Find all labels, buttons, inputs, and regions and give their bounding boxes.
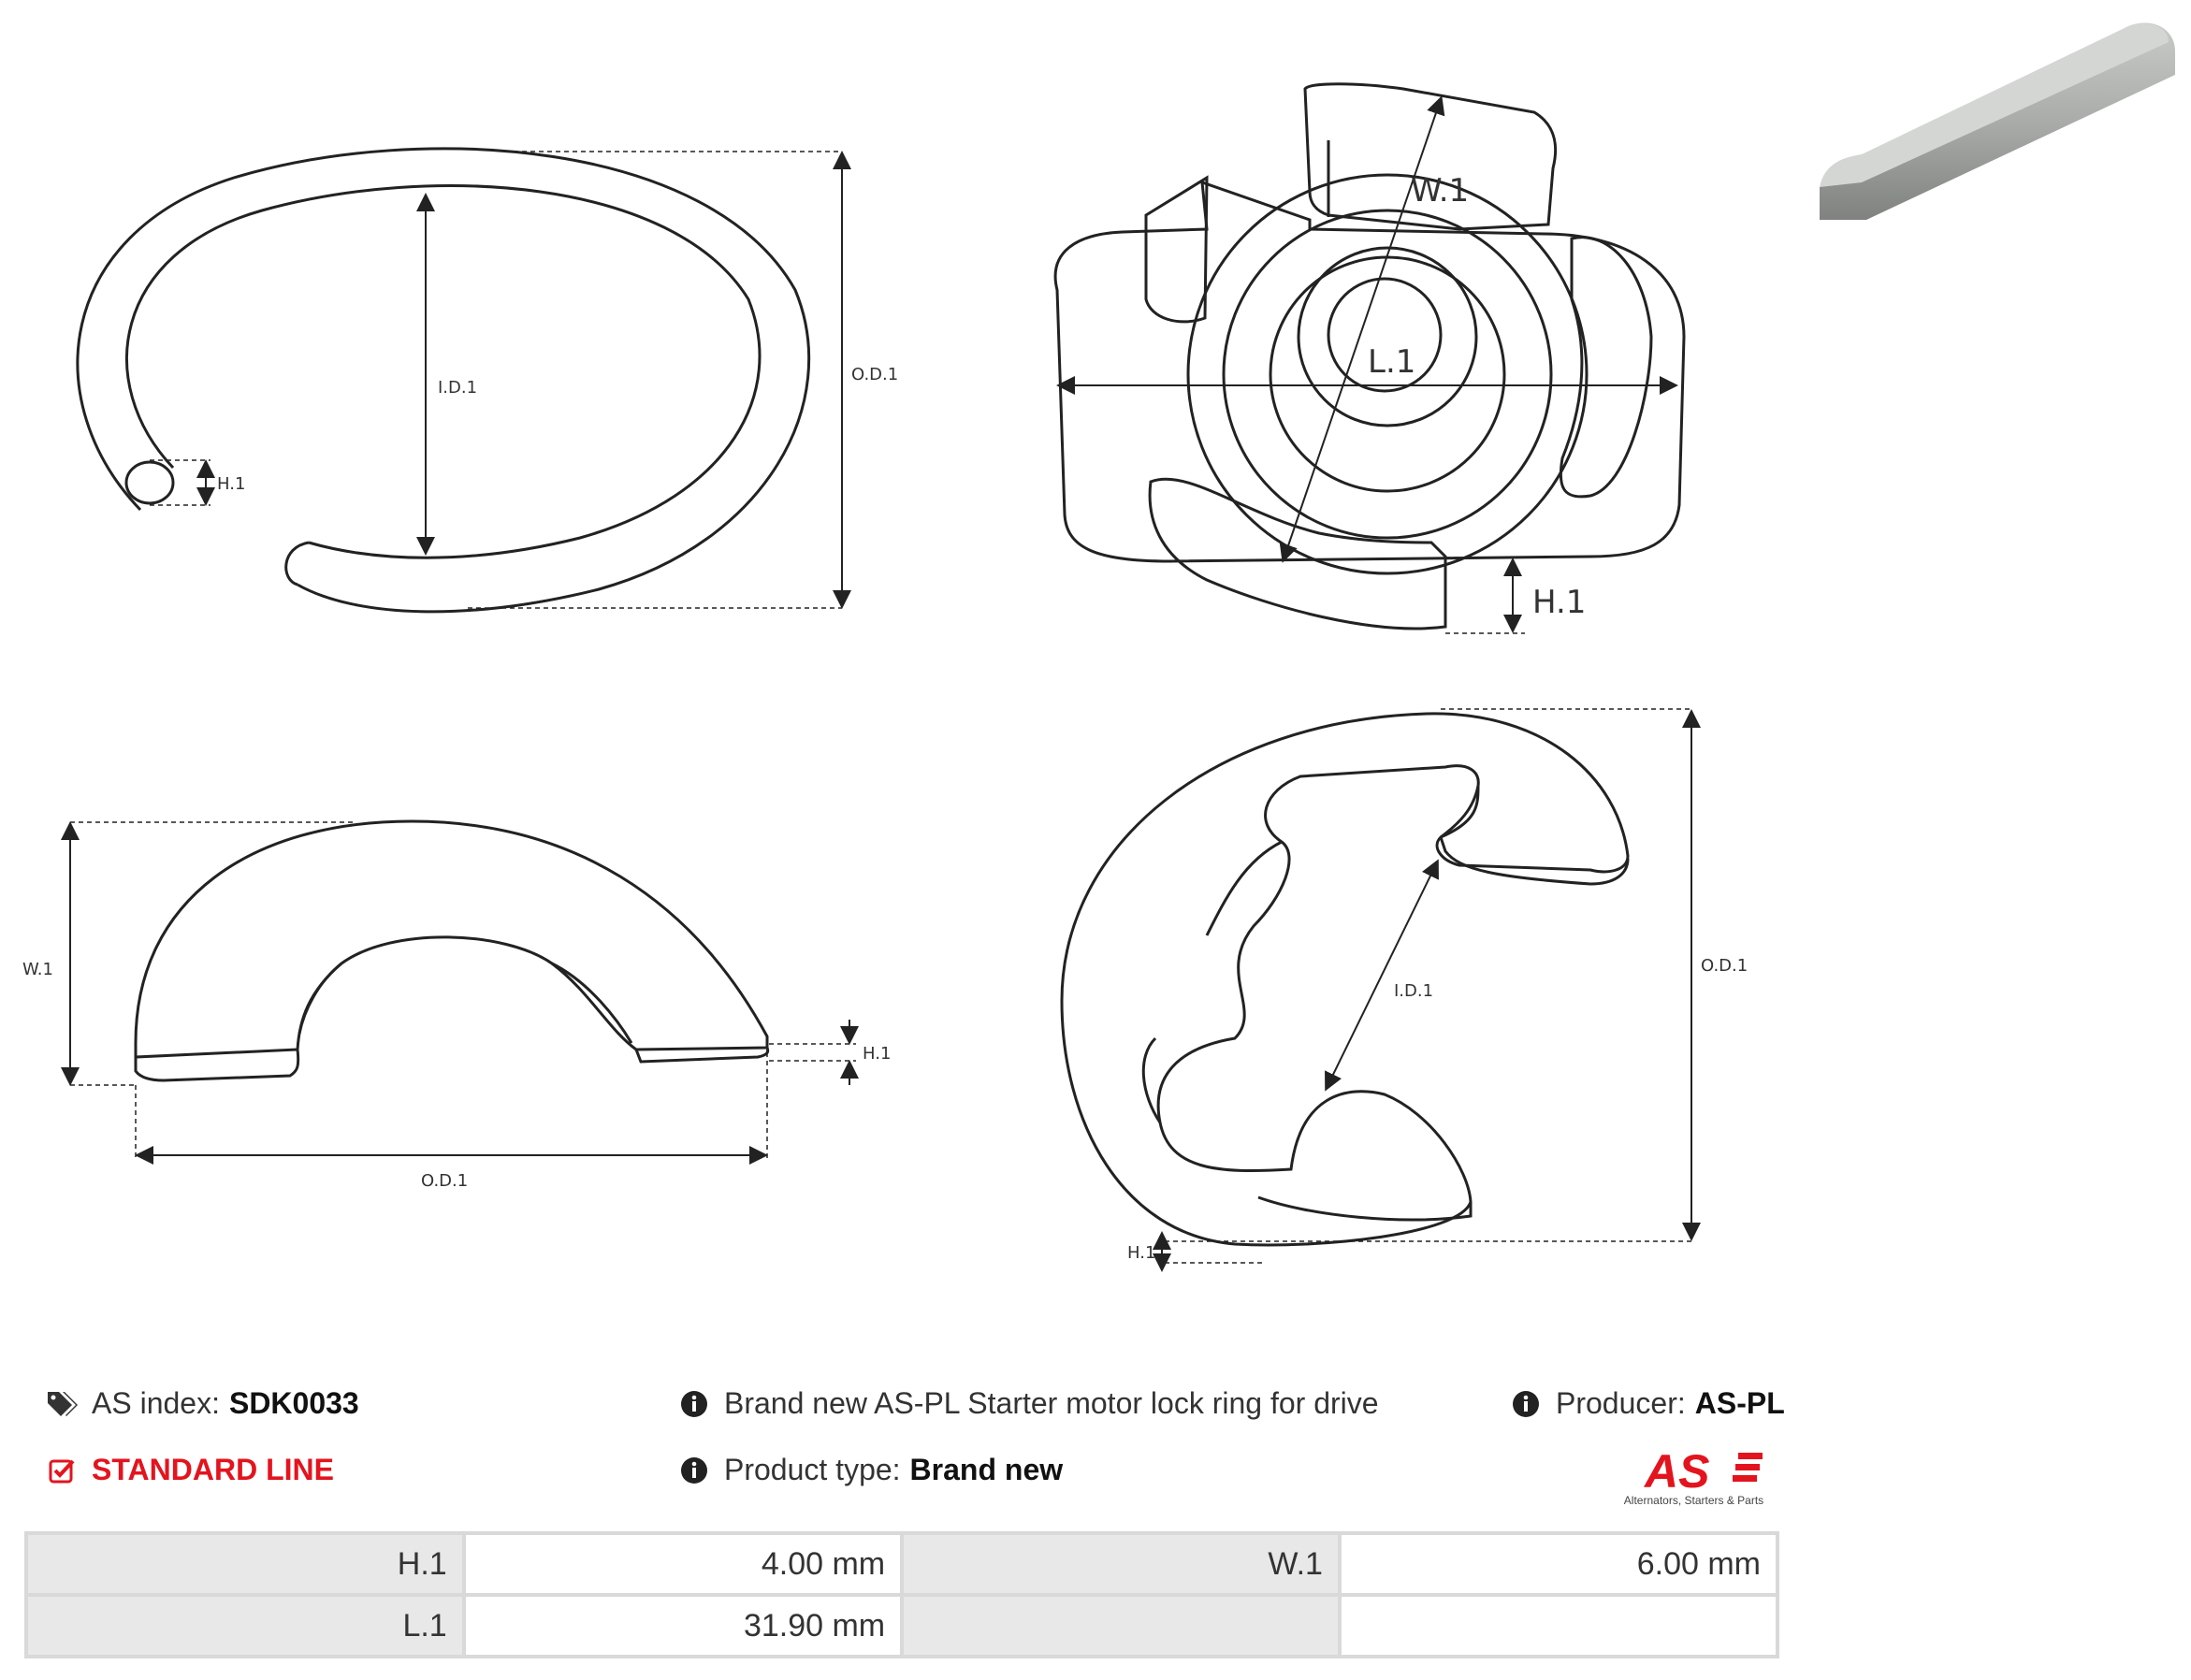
technical-drawings: I.D.1 O.D.1 H.1 W.1 L.1 H.1 [22, 22, 2175, 1272]
tags-icon [45, 1387, 79, 1421]
as-index-label: AS index: [92, 1386, 220, 1420]
ring-id-label: I.D.1 [438, 378, 477, 398]
product-type-value: Brand new [909, 1453, 1064, 1486]
e-clip-h-label: H.1 [1127, 1243, 1155, 1263]
half-ring-w-label: W.1 [22, 960, 53, 979]
half-ring-od-label: O.D.1 [421, 1171, 468, 1191]
as-logo: AS Alternators, Starters & Parts [1607, 1445, 1780, 1513]
product-photo [1820, 22, 2175, 221]
half-ring-h-label: H.1 [863, 1044, 891, 1064]
e-clip-id-label: I.D.1 [1394, 981, 1433, 1001]
e-clip-drawing [1060, 708, 1701, 1272]
open-ring-drawing [76, 147, 851, 614]
logo-caption: Alternators, Starters & Parts [1623, 1494, 1764, 1507]
spec-key: L.1 [28, 1597, 462, 1655]
spec-value: 6.00 mm [1341, 1535, 1776, 1593]
info-icon [677, 1387, 711, 1421]
standard-line-row: STANDARD LINE [45, 1453, 334, 1487]
description-text: Brand new AS-PL Starter motor lock ring … [724, 1386, 1379, 1420]
ring-h-label: H.1 [217, 474, 245, 494]
producer-label: Producer: [1556, 1386, 1686, 1420]
assembly-l-label: L.1 [1368, 343, 1415, 381]
half-ring-drawing [61, 819, 859, 1165]
table-row: L.1 31.90 mm [28, 1597, 1776, 1655]
standard-line-label: STANDARD LINE [92, 1453, 334, 1486]
table-row: H.1 4.00 mm W.1 6.00 mm [28, 1535, 1776, 1593]
spec-key: H.1 [28, 1535, 462, 1593]
drive-assembly-drawing [1053, 82, 1686, 634]
assembly-h-label: H.1 [1532, 584, 1586, 621]
specs-table: H.1 4.00 mm W.1 6.00 mm L.1 31.90 mm [24, 1531, 1779, 1658]
as-index-row: AS index: SDK0033 [45, 1386, 359, 1421]
ring-od-label: O.D.1 [851, 365, 898, 384]
spec-key [904, 1597, 1338, 1655]
description-row: Brand new AS-PL Starter motor lock ring … [677, 1386, 1379, 1421]
spec-value: 4.00 mm [465, 1535, 901, 1593]
spec-key: W.1 [904, 1535, 1338, 1593]
check-square-icon [45, 1454, 79, 1487]
spec-value [1341, 1597, 1776, 1655]
spec-value: 31.90 mm [465, 1597, 901, 1655]
logo-mark: AS [1643, 1445, 1709, 1494]
e-clip-od-label: O.D.1 [1701, 956, 1748, 976]
product-type-label: Product type: [724, 1453, 901, 1486]
info-icon [677, 1454, 711, 1487]
producer-row: Producer: AS-PL [1509, 1386, 1785, 1421]
info-icon [1509, 1387, 1543, 1421]
assembly-w-label: W.1 [1411, 172, 1469, 210]
producer-value: AS-PL [1694, 1386, 1785, 1420]
product-type-row: Product type: Brand new [677, 1453, 1063, 1487]
as-index-value: SDK0033 [228, 1386, 359, 1420]
